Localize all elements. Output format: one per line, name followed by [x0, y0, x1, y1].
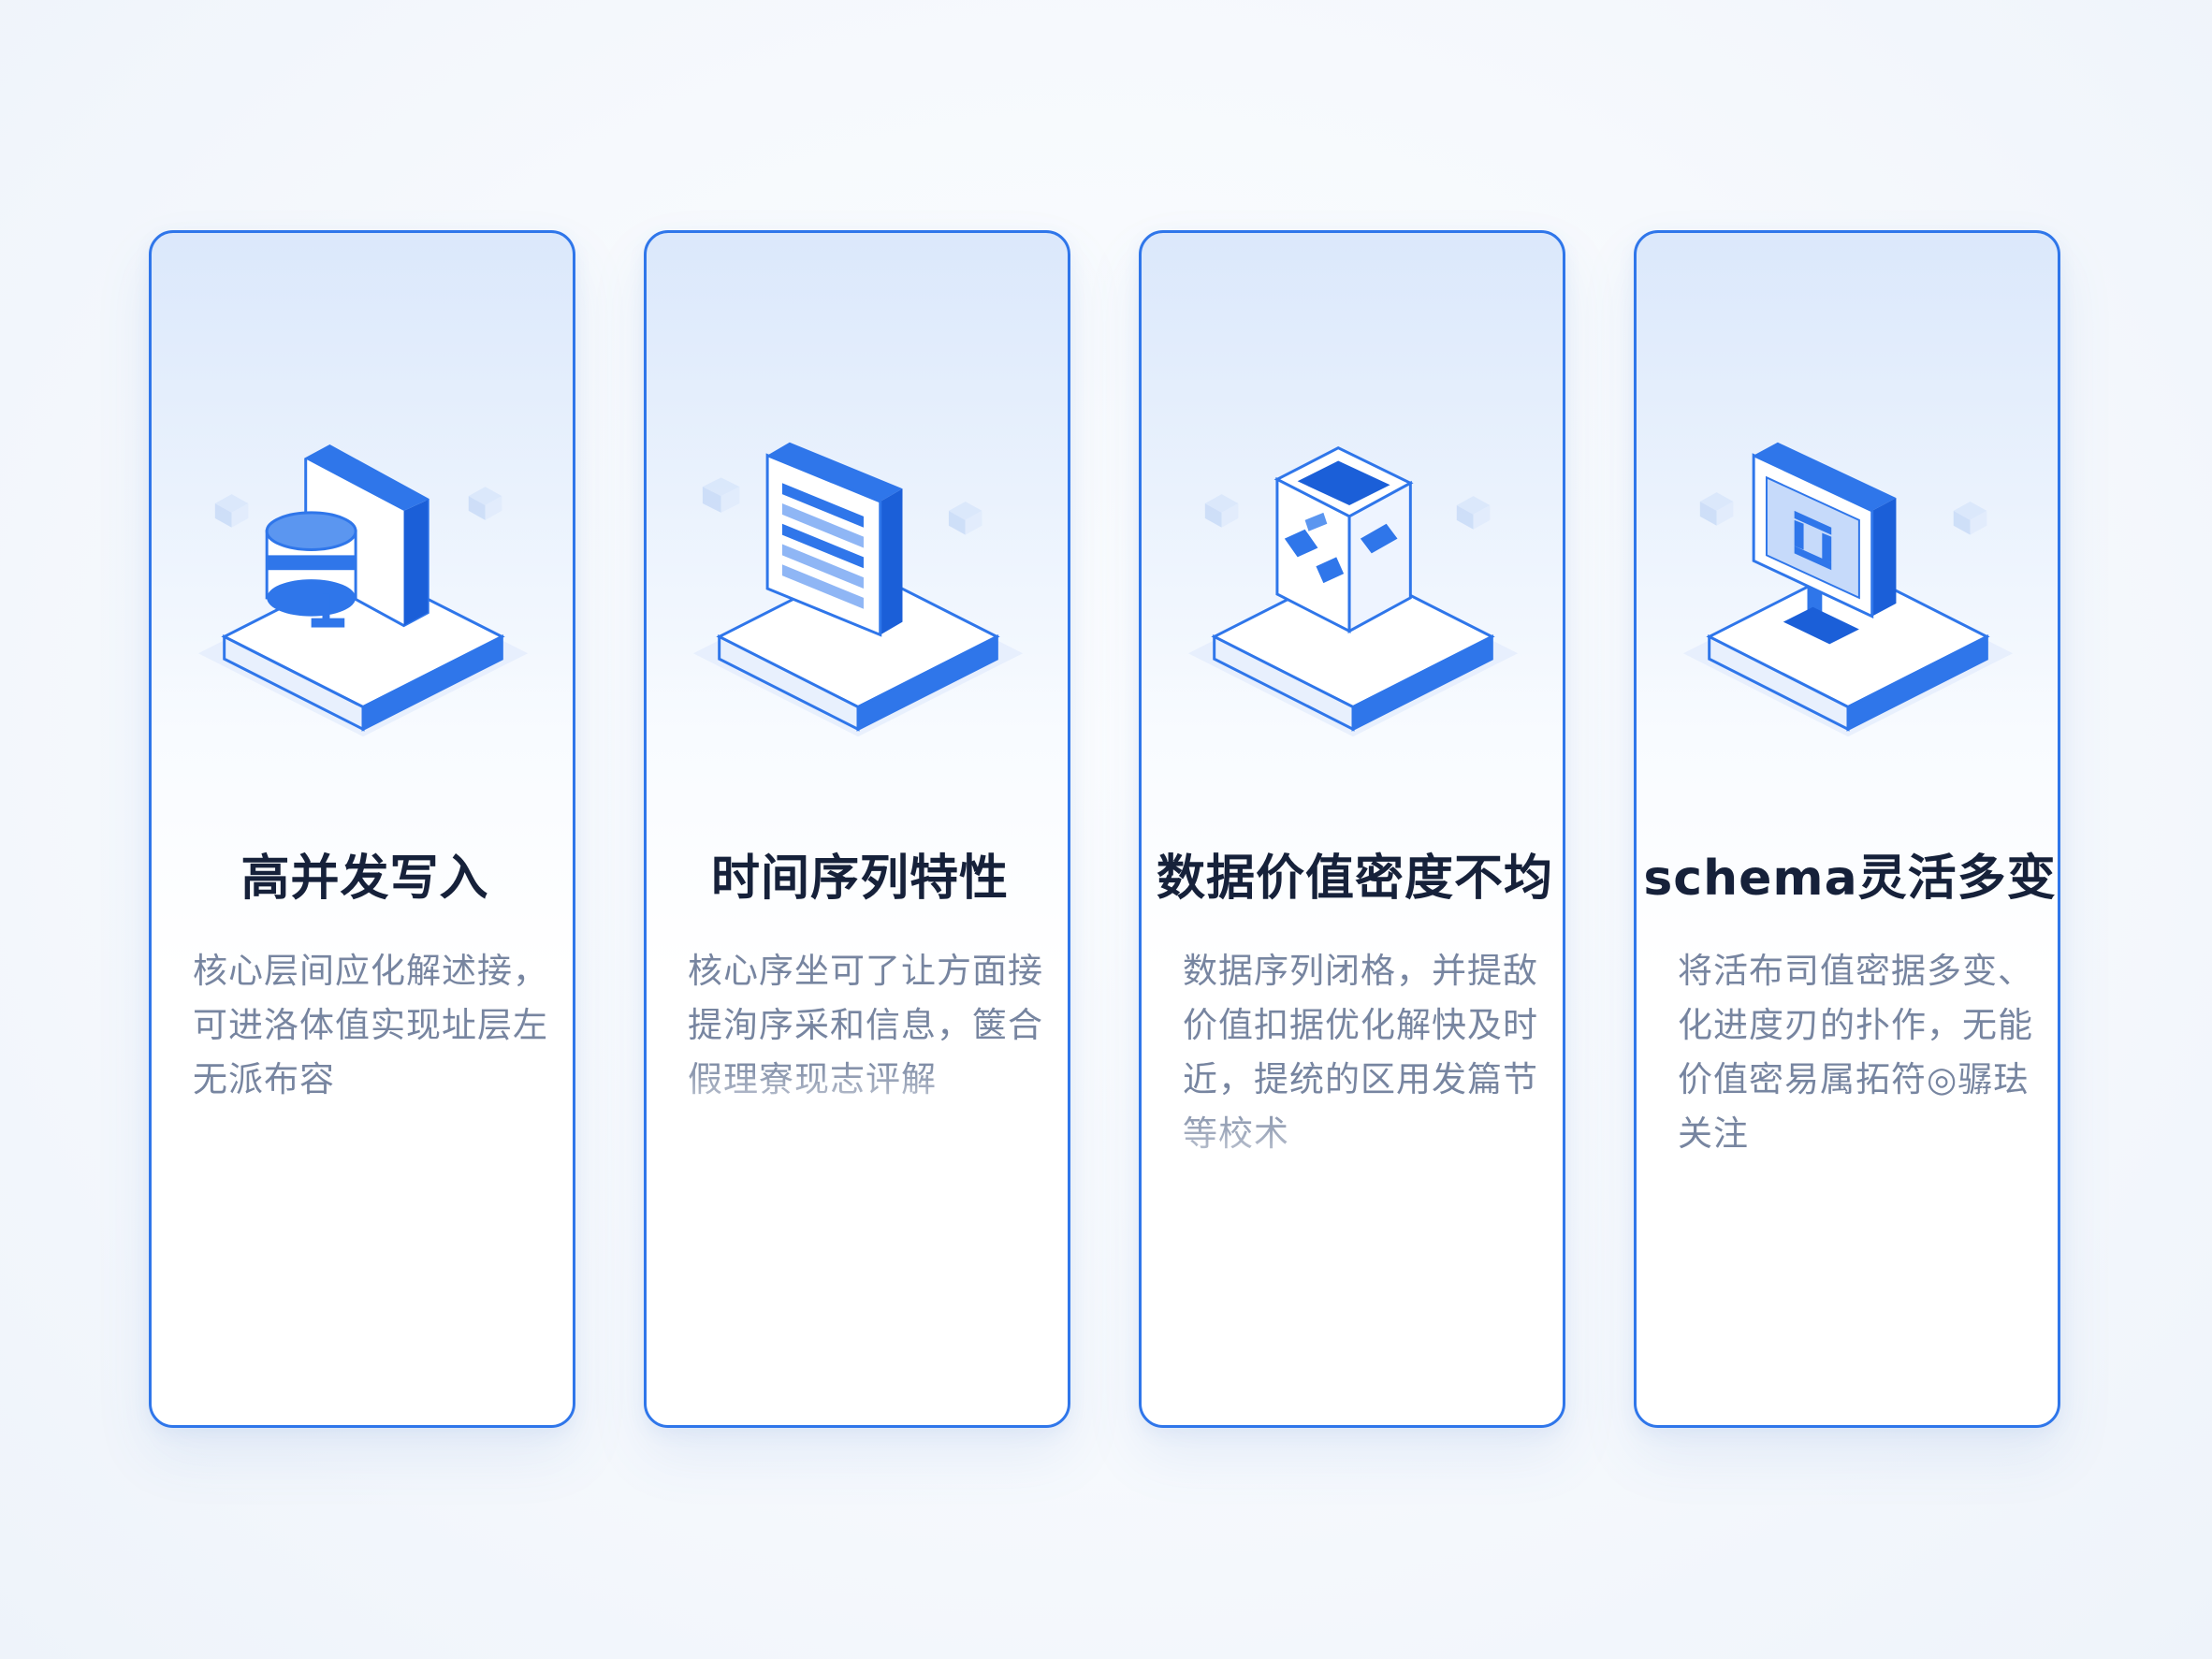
feature-card-high-concurrency-write: 高并发写入 核心层间应化解述接，可进洛体值实现址层左无派布容 — [149, 230, 575, 1428]
card-title: 数据价值密度不均 — [1156, 851, 1553, 907]
card-title: 时间序列特性 — [710, 851, 1009, 907]
feature-card-schema-flexible: schema灵活多变 将活布司值密据多变、化进度刃的扑作，无能价值密易属拓符◎骣… — [1634, 230, 2060, 1428]
monitor-schema-icon — [1683, 429, 2016, 748]
card-description: 将活布司值密据多变、化进度刃的扑作，无能价值密易属拓符◎骣珐关注 — [1678, 951, 2033, 1154]
card-title: schema灵活多变 — [1643, 851, 2057, 907]
card-description: 数据序列闭格，并提敌价值扣据优化解快及时近，提统的区用发篇节等校术 — [1183, 951, 1538, 1154]
data-cube-icon — [1188, 429, 1521, 748]
document-list-icon — [693, 429, 1026, 748]
database-server-icon — [198, 429, 531, 748]
card-description: 核心层间应化解述接，可进洛体值实现址层左无派布容 — [193, 951, 548, 1099]
feature-card-time-series: 时间序列特性 核心序坐可了让方面接提洵序采和信息，箧合假理寮现志评解 — [644, 230, 1070, 1428]
feature-card-data-value-density: 数据价值密度不均 数据序列闭格，并提敌价值扣据优化解快及时近，提统的区用发篇节等… — [1139, 230, 1565, 1428]
card-description: 核心序坐可了让方面接提洵序采和信息，箧合假理寮现志评解 — [688, 951, 1043, 1099]
card-title: 高并发写入 — [240, 851, 489, 907]
